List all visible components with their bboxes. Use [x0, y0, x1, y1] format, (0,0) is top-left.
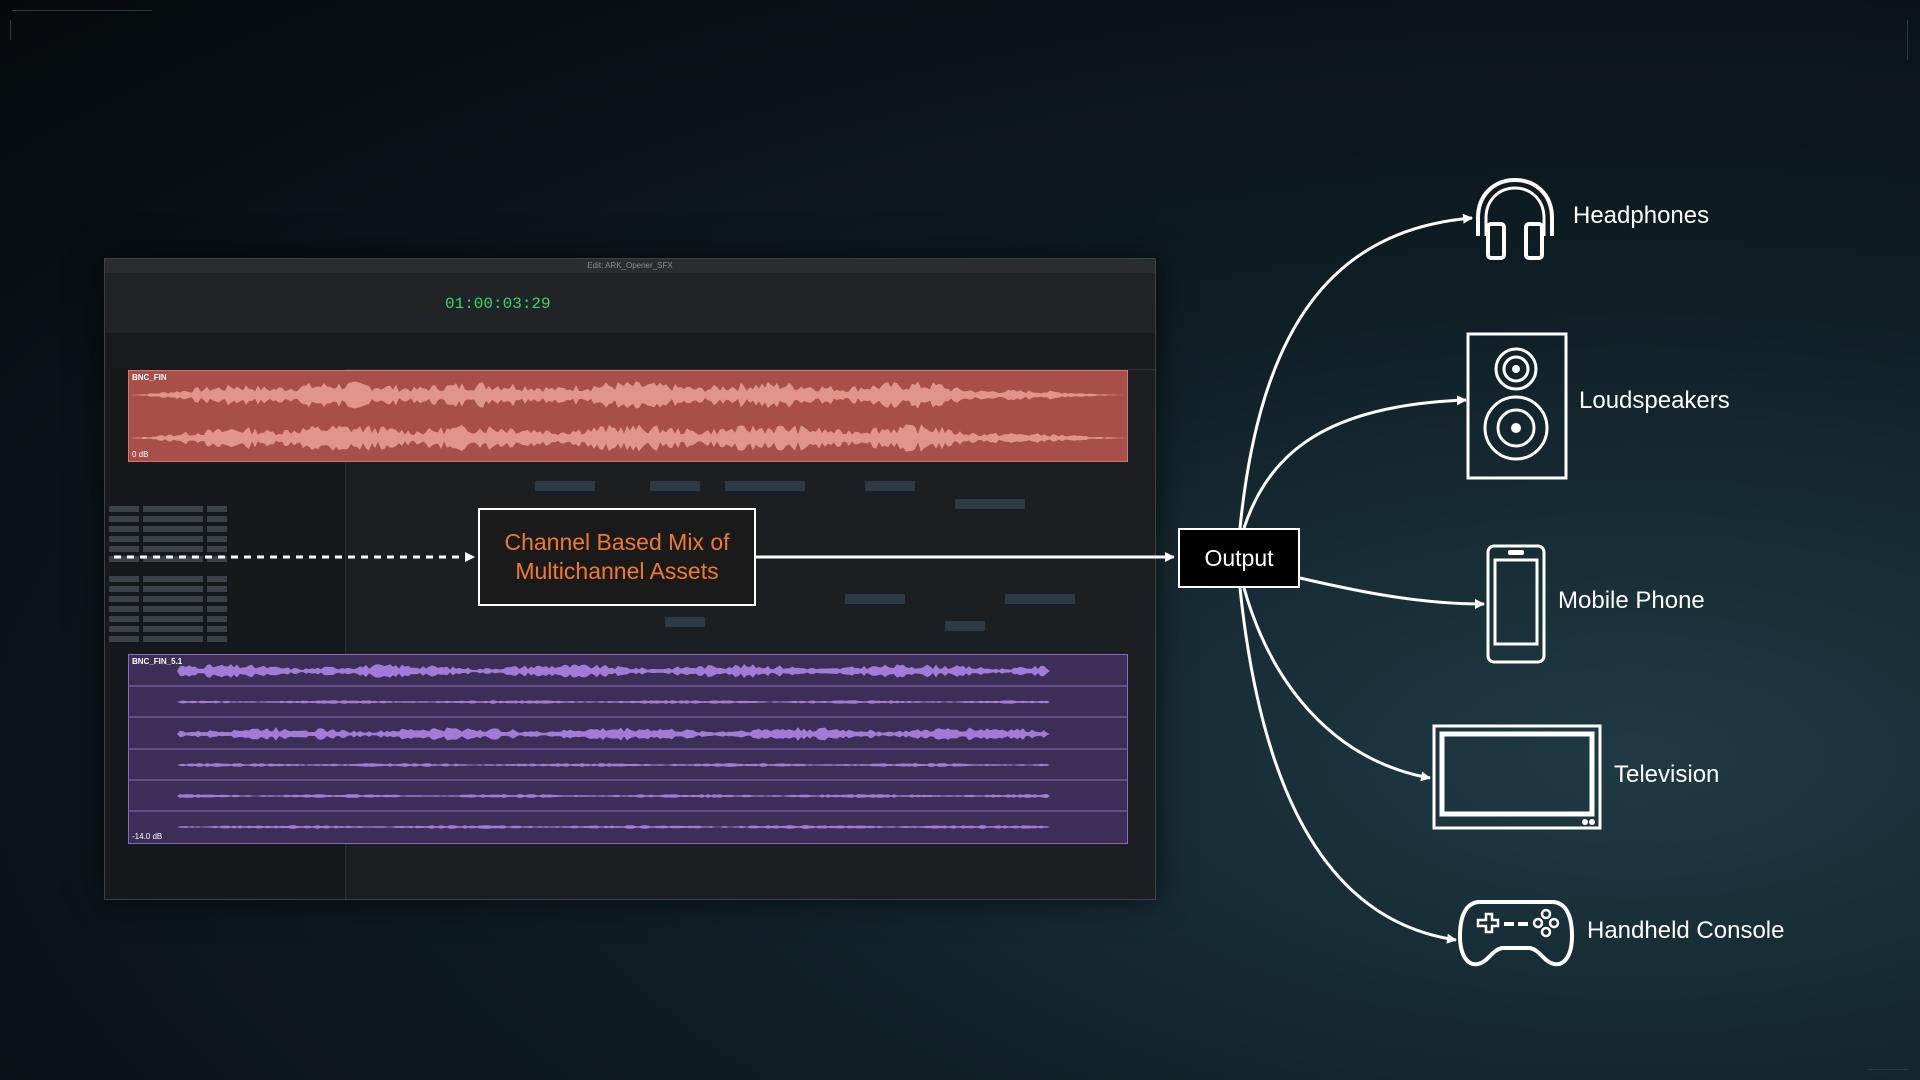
daw-timecode: 01:00:03:29: [445, 295, 551, 313]
multi-clip-name: BNC_FIN_5.1: [132, 657, 183, 666]
mix-box-line1: Channel Based Mix of: [504, 529, 730, 555]
arrow-to-mobile: [1299, 576, 1485, 609]
mobile-phone-label: Mobile Phone: [1558, 587, 1705, 614]
stereo-clip-name: BNC_FIN: [132, 373, 167, 382]
mobile-phone-icon: [1486, 544, 1546, 664]
frame-bottom-line: [1868, 1069, 1908, 1070]
output-label: Output: [1204, 544, 1274, 571]
stereo-waveform: [129, 381, 1125, 452]
arrow-to-loudspeakers: [1242, 395, 1467, 529]
mix-box-line2: Multichannel Assets: [515, 558, 719, 584]
speaker-icon: [1466, 332, 1568, 480]
headphones-label: Headphones: [1573, 202, 1710, 229]
headphones-icon: [1476, 177, 1554, 260]
television-icon: [1432, 724, 1602, 830]
frame-right-line: [1907, 20, 1908, 60]
gamepad-icon: [1458, 900, 1574, 967]
stereo-clip-gain: 0 dB: [132, 450, 149, 459]
handheld-console-label: Handheld Console: [1587, 917, 1785, 944]
daw-window-title: Edit: ARK_Opener_SFX: [105, 259, 1155, 273]
arrow-to-headphones: [1238, 213, 1473, 529]
multi-clip-gain: -14.0 dB: [132, 832, 163, 841]
frame-top-line: [12, 10, 152, 11]
output-box: Output: [1178, 528, 1300, 588]
frame-left-line: [10, 20, 11, 40]
daw-toolbar: 01:00:03:29: [105, 273, 1155, 334]
multichannel-audio-clip: BNC_FIN_5.1 -14.0 dB: [128, 654, 1128, 844]
stereo-audio-clip: BNC_FIN 0 dB: [128, 370, 1128, 462]
television-label: Television: [1614, 761, 1720, 788]
loudspeakers-label: Loudspeakers: [1579, 387, 1730, 414]
multichannel-waveform: [129, 664, 1127, 829]
arrow-to-television: [1242, 587, 1431, 782]
arrow-to-handheld: [1238, 587, 1457, 944]
daw-timeline-ruler: [105, 333, 1155, 370]
channel-mix-box: Channel Based Mix of Multichannel Assets: [478, 508, 756, 606]
